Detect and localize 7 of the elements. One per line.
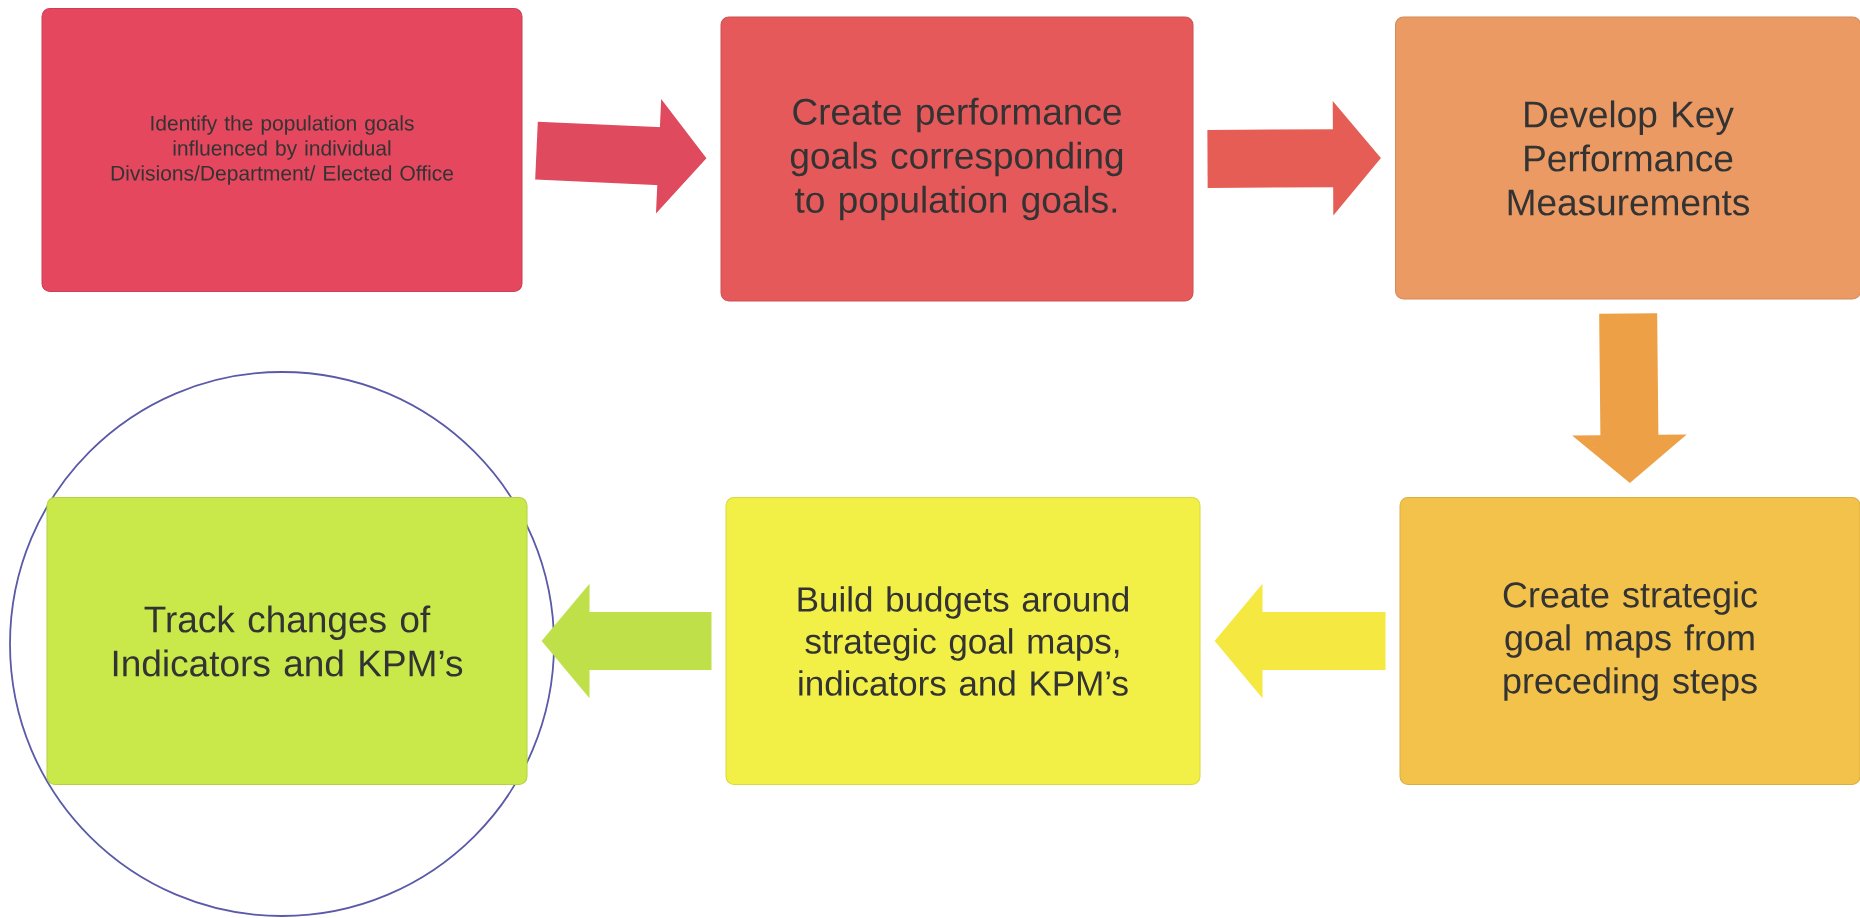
process-box: Create performance goals corresponding to population goals. bbox=[720, 16, 1194, 302]
process-box: Create strategic goal maps from preceding steps bbox=[1399, 497, 1860, 785]
process-box: Develop Key Performance Measurements bbox=[1395, 16, 1860, 300]
process-box: Track changes of Indicators and KPM’s bbox=[46, 497, 528, 785]
highlight-circle bbox=[9, 371, 555, 917]
process-box: Identify the population goals influenced by individual Divisions/Department/ Elected Office bbox=[41, 8, 523, 292]
process-box: Build budgets around strategic goal maps, indicators and KPM’s bbox=[725, 497, 1201, 785]
